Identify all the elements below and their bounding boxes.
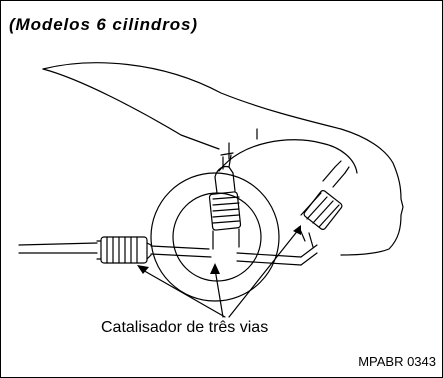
figure-code: MPABR 0343 — [358, 354, 436, 369]
car-body-outline — [42, 62, 404, 256]
catalytic-converter-right — [298, 160, 350, 248]
exhaust-pipe-upper — [18, 242, 98, 246]
figure-title: (Modelos 6 cilindros) — [9, 15, 198, 34]
callout-leader-center — [214, 268, 224, 318]
callout-arrowheads — [137, 225, 301, 274]
zoom-circle-outer — [150, 172, 280, 302]
wheel-arch — [218, 139, 358, 174]
catalytic-converter-center — [208, 152, 242, 250]
catalytic-converter-left — [96, 236, 152, 264]
callout-leader-left — [140, 268, 226, 318]
callout-leader-right — [228, 228, 300, 318]
callout-label: Catalisador de três vias — [101, 319, 269, 336]
